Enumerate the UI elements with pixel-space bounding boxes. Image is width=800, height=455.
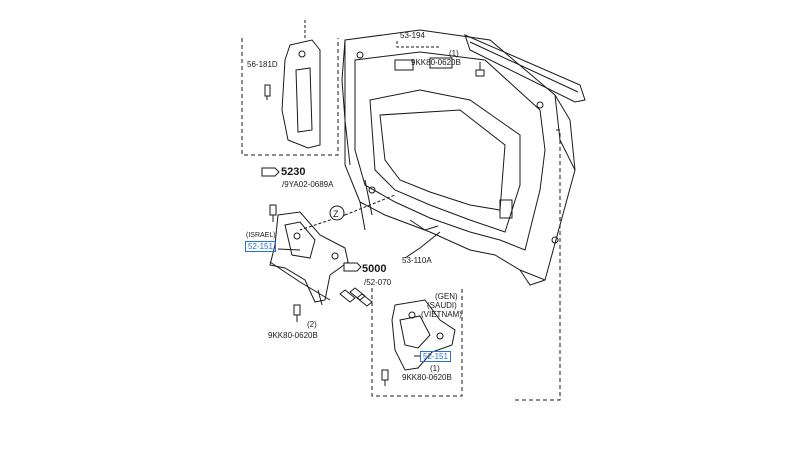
label-ref-5230: 5230 (281, 166, 306, 178)
bracket-56-181d (281, 20, 321, 149)
label-qty-left: (2) (307, 320, 317, 329)
bolt-left (293, 304, 301, 322)
label-gen: (GEN) (435, 292, 458, 301)
label-ref-5000: 5000 (362, 263, 387, 275)
label-52-151-right[interactable]: 52-151 (420, 351, 451, 362)
label-53-110a: 53-110A (402, 256, 432, 265)
reference-arrow-icon-5230 (261, 167, 280, 177)
label-saudi: (SAUDI) (427, 301, 457, 310)
zoom-marker (329, 205, 345, 221)
label-9kk80-top: 9KK80-0620B (411, 58, 461, 67)
label-56-181d: 56-181D (247, 60, 278, 69)
label-52-070: /52-070 (364, 278, 392, 287)
label-9ya02: /9YA02-0689A (282, 180, 334, 189)
label-9kk80-left: 9KK80-0620B (268, 331, 318, 340)
leader-line-left (277, 248, 301, 251)
bolt-right (381, 369, 389, 386)
bolt-9ya02 (269, 204, 277, 222)
inset-box-upper (241, 38, 339, 156)
label-zoom-z: Z (333, 209, 339, 219)
leader-line-53110a (404, 231, 441, 259)
reference-arrow-icon-5000 (343, 262, 362, 272)
outer-frame-dashed (515, 129, 561, 401)
bolt-56-181d (264, 84, 271, 100)
label-53-194: 53-194 (400, 31, 425, 40)
label-vietnam: (VIETNAM) (421, 310, 462, 319)
label-9kk80-right: 9KK80-0620B (402, 373, 452, 382)
bracket-right (391, 299, 456, 371)
label-israel: (ISRAEL) (246, 232, 276, 239)
leader-line-top (396, 41, 440, 48)
bolt-top (475, 62, 485, 77)
label-qty-right: (1) (430, 364, 440, 373)
bracket-assembly-left (269, 211, 349, 306)
label-qty-top: (1) (449, 49, 459, 58)
hood-brace (464, 34, 586, 103)
direction-arrows (339, 287, 373, 307)
radiator-support-frame (341, 29, 576, 286)
inset-box-lower (371, 288, 463, 397)
label-52-151-left[interactable]: 52-151 (245, 241, 276, 252)
